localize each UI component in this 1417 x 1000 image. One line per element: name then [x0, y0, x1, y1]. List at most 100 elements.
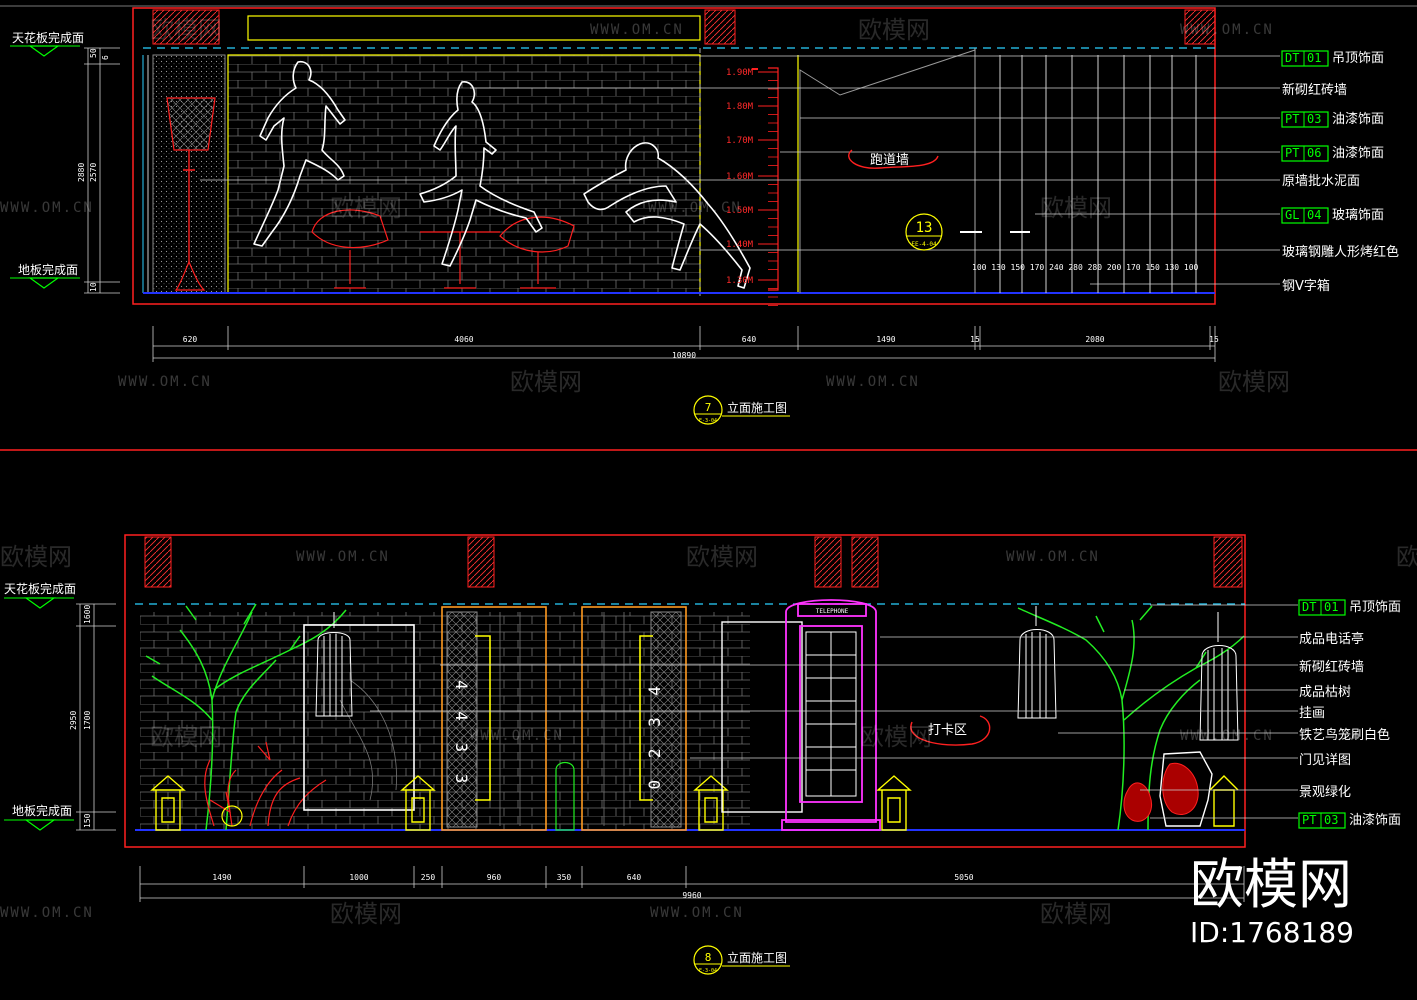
annotation-text: 新砌红砖墙 [1299, 659, 1364, 675]
svg-text:10: 10 [89, 282, 98, 292]
svg-text:WWW.OM.CN: WWW.OM.CN [590, 22, 684, 38]
bird-cage-left [315, 612, 353, 717]
svg-text:欧模网: 欧模网 [150, 16, 222, 44]
annotation-num: 01 [1324, 600, 1338, 614]
annotation-row: DT 01 吊顶饰面 [1298, 599, 1401, 616]
svg-text:欧模网: 欧模网 [860, 723, 932, 751]
svg-text:2950: 2950 [69, 711, 78, 730]
annotation-text: 油漆饰面 [1349, 812, 1401, 828]
svg-text:250: 250 [421, 873, 436, 882]
elevation-8: 4 4 3 3 0 2 3 4 [4, 534, 1298, 975]
annotation-code: PT [1302, 813, 1316, 827]
annotation-row: 新砌红砖墙 [1299, 659, 1364, 675]
glass-dims: 100 130 150 170 240 280 280 200 170 150 … [972, 263, 1199, 272]
area-label-checkin: 打卡区 [910, 715, 991, 746]
svg-text:6: 6 [101, 55, 110, 60]
svg-text:欧模网: 欧模网 [1396, 543, 1417, 571]
detail-number: 13 [916, 220, 933, 236]
svg-text:欧模网: 欧模网 [510, 368, 582, 396]
svg-text:WWW.OM.CN: WWW.OM.CN [0, 905, 94, 921]
svg-text:欧模网: 欧模网 [150, 723, 222, 751]
telephone-booth [781, 599, 881, 831]
annotation-text: 挂画 [1299, 706, 1325, 721]
annotation-text: 吊顶饰面 [1349, 600, 1401, 615]
brick-wall [227, 54, 701, 294]
bird-cage-right-2 [1199, 612, 1239, 741]
svg-text:WWW.OM.CN: WWW.OM.CN [118, 374, 212, 390]
elev8-frame [124, 534, 1246, 848]
elev7-title-text: 立面施工图 [727, 400, 787, 415]
annotation-code: GL [1285, 208, 1299, 222]
annotation-code: DT [1302, 600, 1316, 614]
picture-frame-left [303, 624, 415, 811]
svg-text:欧模网: 欧模网 [686, 543, 758, 571]
annotation-row: GL 04 玻璃饰面 [1281, 207, 1384, 224]
annotation-text: 油漆饰面 [1332, 145, 1384, 161]
annotation-row: 门见详图 [1299, 753, 1351, 768]
annotation-text: 景观绿化 [1299, 785, 1351, 800]
elev7-leaders [200, 55, 1280, 285]
detail-ref: EE-4-04 [911, 241, 937, 248]
red-plant-left [204, 741, 327, 827]
svg-text:1700: 1700 [83, 711, 92, 730]
annotation-num: 01 [1307, 51, 1321, 65]
annotation-text: 成品枯树 [1299, 685, 1351, 700]
elev8-brick-wall [140, 612, 750, 830]
svg-text:150: 150 [83, 813, 92, 828]
svg-text:1000: 1000 [349, 873, 368, 882]
annotation-text: 新砌红砖墙 [1282, 82, 1347, 98]
svg-text:欧模网: 欧模网 [330, 900, 402, 928]
gauge-label: 1.90M [726, 68, 754, 78]
svg-text:10890: 10890 [672, 351, 696, 360]
svg-text:WWW.OM.CN: WWW.OM.CN [470, 728, 564, 744]
annotation-row: PT 03 油漆饰面 [1298, 812, 1401, 829]
annotation-text: 吊顶饰面 [1332, 51, 1384, 66]
elev8-title-text: 立面施工图 [727, 950, 787, 965]
lantern-4 [876, 775, 912, 831]
level-marker-floor-1: 地板完成面 [10, 262, 80, 289]
annotation-text: 油漆饰面 [1332, 111, 1384, 127]
svg-text:620: 620 [183, 335, 198, 344]
detail-callout: 13 EE-4-04 [905, 213, 1030, 251]
annotation-row: 成品枯树 [1299, 685, 1351, 700]
lantern-1 [150, 775, 186, 831]
lantern-2 [400, 775, 436, 831]
elev8-title: 8 E-3-04 立面施工图 [693, 945, 790, 975]
svg-text:欧模网: 欧模网 [1040, 900, 1112, 928]
cafe-chairs [311, 209, 575, 289]
svg-text:欧模网: 欧模网 [1218, 368, 1290, 396]
svg-text:1490: 1490 [212, 873, 231, 882]
elevation-7: 跑道墙 13 EE-4-04 100 130 150 170 240 280 2… [0, 5, 1417, 425]
light-box [247, 15, 701, 41]
svg-text:640: 640 [627, 873, 642, 882]
annotation-text: 玻璃饰面 [1332, 208, 1384, 223]
booth-sign: TELEPHONE [816, 608, 849, 615]
watermarks: 欧模网 欧模网 欧模网 欧模网 欧模网 欧模网 欧模网 欧模网 欧模网 欧模网 … [0, 16, 1417, 928]
annotation-row: 玻璃钢雕人形烤红色 [1282, 244, 1399, 260]
annotation-row: 铁艺鸟笼刷白色 [1299, 727, 1390, 743]
annotation-text: 门见详图 [1299, 753, 1351, 768]
svg-text:1600: 1600 [83, 605, 92, 624]
svg-text:2080: 2080 [1085, 335, 1104, 344]
elev8-leaders [370, 604, 1298, 819]
door-left [441, 606, 547, 831]
svg-text:天花板完成面: 天花板完成面 [12, 30, 84, 45]
svg-text:7: 7 [705, 401, 712, 414]
svg-text:4060: 4060 [454, 335, 473, 344]
shrub [555, 761, 575, 831]
picture-frame-right [721, 621, 803, 813]
level-marker-ceiling-1: 天花板完成面 [10, 30, 84, 57]
svg-text:WWW.OM.CN: WWW.OM.CN [1180, 22, 1274, 38]
annotation-num: 04 [1307, 208, 1321, 222]
svg-text:15: 15 [970, 335, 980, 344]
svg-text:欧模网: 欧模网 [858, 16, 930, 44]
annotation-num: 03 [1324, 813, 1338, 827]
annotation-row: 新砌红砖墙 [1282, 82, 1347, 98]
svg-text:WWW.OM.CN: WWW.OM.CN [650, 905, 744, 921]
svg-text:地板完成面: 地板完成面 [12, 803, 72, 818]
door-left-numbers: 4 4 3 3 [452, 680, 471, 789]
